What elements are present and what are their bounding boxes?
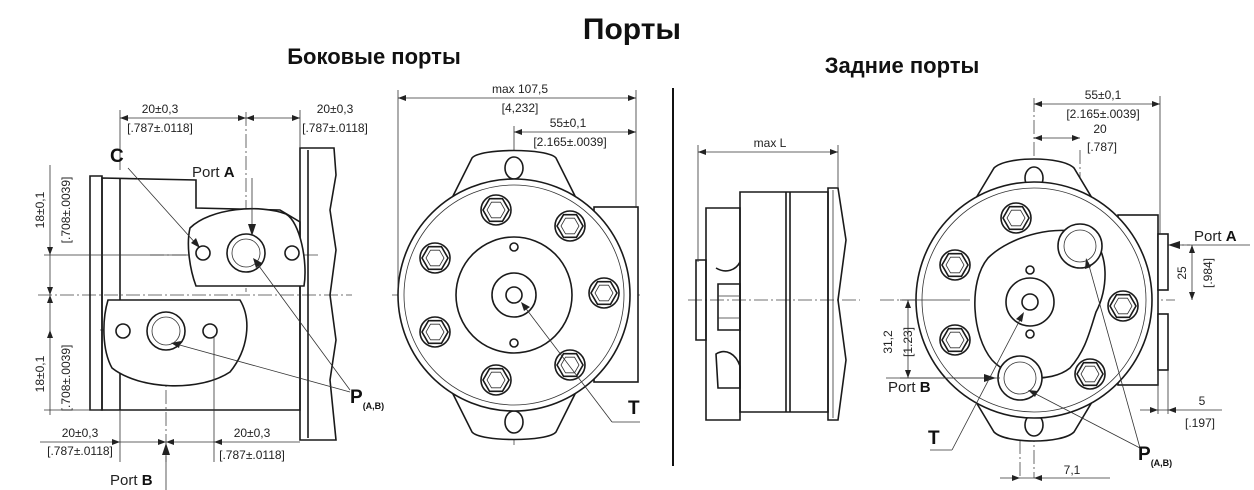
- front-t-label: T: [628, 398, 640, 419]
- dim-v-top-in: [.708±.0039]: [59, 177, 73, 244]
- dim-bot-left-in: [.787±.0118]: [47, 444, 113, 458]
- rear-dim-71: 7,1: [1064, 463, 1081, 477]
- rear-t-label: T: [928, 428, 940, 449]
- rear-dim-20: 20: [1093, 122, 1107, 136]
- rear-dim-31-in: [1.23]: [901, 327, 915, 357]
- side-ports-title: Боковые порты: [287, 44, 461, 69]
- rear-dim-31: 31,2: [881, 330, 895, 354]
- side-view: 20±0,3 [.787±.0118] 20±0,3 [.787±.0118] …: [33, 102, 384, 490]
- rear-view: 55±0,1 [2.165±.0039] 20 [.787] 25 [.984]…: [880, 88, 1250, 481]
- front-dim-55: 55±0,1: [550, 116, 587, 130]
- rear-dim-20-in: [.787]: [1087, 140, 1117, 154]
- main-title: Порты: [583, 13, 681, 46]
- side-port-a-label: Port A: [192, 164, 235, 181]
- dim-bot-right: 20±0,3: [234, 426, 271, 440]
- rear-dim-25-in: [.984]: [1201, 258, 1215, 288]
- rear-dim-5: 5: [1199, 394, 1206, 408]
- side-p-label: P(A,B): [350, 387, 384, 411]
- rear-dim-25: 25: [1175, 266, 1189, 280]
- dim-v-bot-in: [.708±.0039]: [59, 345, 73, 412]
- rear-port-b-label: Port B: [888, 379, 931, 396]
- rear-dim-55: 55±0,1: [1085, 88, 1122, 102]
- dim-v-bot: 18±0,1: [33, 355, 47, 392]
- side-port-b-label: Port B: [110, 472, 153, 489]
- dim-top-right-in: [.787±.0118]: [302, 121, 368, 135]
- rear-ports-title: Задние порты: [825, 53, 980, 78]
- dim-top-right: 20±0,3: [317, 102, 354, 116]
- dim-top-left-in: [.787±.0118]: [127, 121, 193, 135]
- dim-top-left: 20±0,3: [142, 102, 179, 116]
- rear-dim-5-in: [.197]: [1185, 416, 1215, 430]
- rear-side-view: max L: [688, 136, 860, 421]
- rear-side-dim-max-l: max L: [754, 136, 787, 150]
- side-label-c: C: [110, 146, 124, 167]
- dim-bot-right-in: [.787±.0118]: [219, 448, 285, 462]
- rear-p-label: P(A,B): [1138, 444, 1172, 468]
- front-dim-max: max 107,5: [492, 82, 548, 96]
- dim-bot-left: 20±0,3: [62, 426, 99, 440]
- front-dim-max-in: [4,232]: [502, 101, 539, 115]
- front-view: max 107,5 [4,232] 55±0,1 [2.165±.0039] T: [392, 82, 640, 445]
- rear-dim-55-in: [2.165±.0039]: [1066, 107, 1139, 121]
- rear-port-a-label: Port A: [1194, 228, 1237, 245]
- front-dim-55-in: [2.165±.0039]: [533, 135, 606, 149]
- dim-v-top: 18±0,1: [33, 191, 47, 228]
